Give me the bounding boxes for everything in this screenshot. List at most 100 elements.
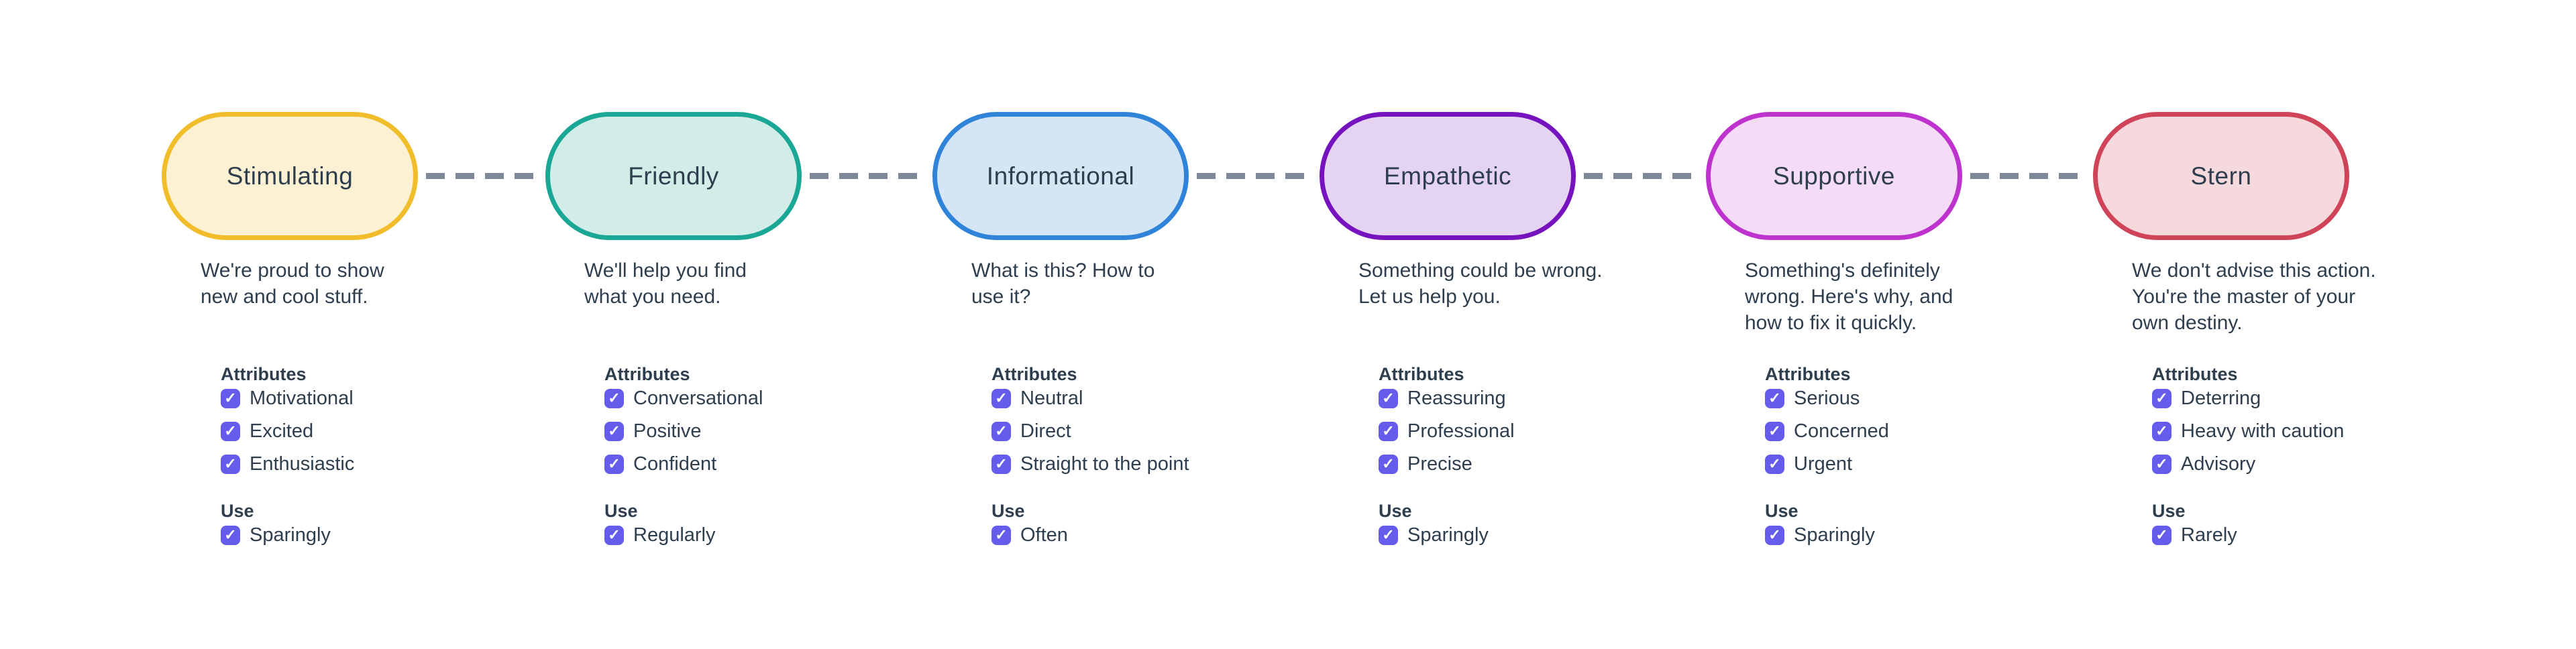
checkbox-checked[interactable]: ✓	[221, 455, 240, 474]
attribute-row: ✓ Heavy with caution	[2152, 420, 2345, 442]
tone-node-label: Stimulating	[226, 162, 354, 190]
check-icon: ✓	[1382, 455, 1395, 472]
attribute-label: Precise	[1407, 453, 1472, 475]
attribute-label: Serious	[1794, 388, 1860, 409]
attribute-row: ✓ Direct	[991, 420, 1189, 442]
attribute-row: ✓ Excited	[221, 420, 354, 442]
checkbox-checked[interactable]: ✓	[991, 389, 1011, 408]
checkbox-checked[interactable]: ✓	[1765, 455, 1784, 474]
attribute-label: Conversational	[633, 388, 763, 409]
attribute-label: Enthusiastic	[250, 453, 355, 475]
connector-dashed-line	[1584, 173, 1698, 179]
checkbox-checked[interactable]: ✓	[604, 455, 624, 474]
checkbox-checked[interactable]: ✓	[221, 422, 240, 441]
check-icon: ✓	[2155, 455, 2168, 472]
attribute-label: Concerned	[1794, 420, 1889, 442]
attribute-row: ✓ Urgent	[1765, 453, 1889, 475]
check-icon: ✓	[608, 526, 621, 543]
attribute-row: ✓ Motivational	[221, 388, 354, 409]
checkbox-checked[interactable]: ✓	[1379, 526, 1398, 545]
tone-node-supportive: Supportive	[1706, 112, 1962, 240]
tone-node-empathetic: Empathetic	[1320, 112, 1576, 240]
tone-node-label: Supportive	[1773, 162, 1895, 190]
check-icon: ✓	[608, 389, 621, 406]
tone-node-label: Stern	[2190, 162, 2252, 190]
attribute-row: ✓ Reassuring	[1379, 388, 1515, 409]
connector-dashed-line	[1197, 173, 1311, 179]
check-icon: ✓	[2155, 526, 2168, 543]
check-icon: ✓	[1382, 422, 1395, 439]
attribute-label: Motivational	[250, 388, 354, 409]
checkbox-checked[interactable]: ✓	[991, 455, 1011, 474]
checkbox-checked[interactable]: ✓	[221, 526, 240, 545]
attribute-row: ✓ Concerned	[1765, 420, 1889, 442]
use-row: ✓ Sparingly	[221, 524, 331, 546]
tone-description: We're proud to show new and cool stuff.	[201, 259, 384, 308]
use-label: Sparingly	[1407, 524, 1489, 546]
checkbox-checked[interactable]: ✓	[2152, 422, 2171, 441]
use-label: Regularly	[633, 524, 716, 546]
checkbox-checked[interactable]: ✓	[1765, 526, 1784, 545]
use-header: Use	[604, 501, 638, 521]
attribute-row: ✓ Neutral	[991, 388, 1189, 409]
attribute-row: ✓ Confident	[604, 453, 763, 475]
tone-column-stern: Stern We don't advise this action. You'r…	[2093, 0, 2428, 649]
tone-node-informational: Informational	[932, 112, 1189, 240]
check-icon: ✓	[2155, 422, 2168, 439]
checkbox-checked[interactable]: ✓	[2152, 526, 2171, 545]
checkbox-checked[interactable]: ✓	[2152, 455, 2171, 474]
attributes-header: Attributes	[604, 364, 690, 384]
checkbox-checked[interactable]: ✓	[1765, 389, 1784, 408]
tone-column-supportive: Supportive Something's definitely wrong.…	[1706, 0, 2041, 649]
use-row: ✓ Rarely	[2152, 524, 2237, 546]
tone-node-stimulating: Stimulating	[162, 112, 418, 240]
tone-node-label: Empathetic	[1383, 162, 1512, 190]
use-section: Use ✓ Regularly	[604, 501, 716, 546]
checkbox-checked[interactable]: ✓	[1379, 455, 1398, 474]
attribute-label: Heavy with caution	[2181, 420, 2345, 442]
tone-description: Something could be wrong. Let us help yo…	[1358, 259, 1603, 308]
attributes-header: Attributes	[1765, 364, 1851, 384]
attributes-header: Attributes	[1379, 364, 1464, 384]
check-icon: ✓	[1768, 389, 1781, 406]
checkbox-checked[interactable]: ✓	[1379, 422, 1398, 441]
attribute-label: Excited	[250, 420, 314, 442]
checkbox-checked[interactable]: ✓	[1379, 389, 1398, 408]
attribute-label: Reassuring	[1407, 388, 1506, 409]
tone-node-label: Friendly	[628, 162, 719, 190]
check-icon: ✓	[1768, 422, 1781, 439]
use-section: Use ✓ Often	[991, 501, 1068, 546]
connector-dashed-line	[426, 173, 537, 179]
attribute-row: ✓ Precise	[1379, 453, 1515, 475]
use-row: ✓ Sparingly	[1379, 524, 1489, 546]
attributes-section: Attributes ✓ Conversational ✓ Positive ✓…	[604, 364, 763, 475]
checkbox-checked[interactable]: ✓	[991, 526, 1011, 545]
use-header: Use	[2152, 501, 2186, 521]
attribute-label: Deterring	[2181, 388, 2261, 409]
use-row: ✓ Often	[991, 524, 1068, 546]
attribute-label: Confident	[633, 453, 717, 475]
tone-description: We'll help you find what you need.	[584, 259, 747, 308]
tone-description: Something's definitely wrong. Here's why…	[1745, 259, 1953, 334]
attribute-label: Urgent	[1794, 453, 1853, 475]
tone-node-friendly: Friendly	[545, 112, 802, 240]
checkbox-checked[interactable]: ✓	[604, 526, 624, 545]
attribute-row: ✓ Deterring	[2152, 388, 2344, 409]
checkbox-checked[interactable]: ✓	[991, 422, 1011, 441]
use-section: Use ✓ Rarely	[2152, 501, 2237, 546]
attribute-row: ✓ Advisory	[2152, 453, 2344, 475]
use-header: Use	[221, 501, 254, 521]
checkbox-checked[interactable]: ✓	[1765, 422, 1784, 441]
check-icon: ✓	[224, 389, 237, 406]
tone-column-informational: Informational What is this? How to use i…	[932, 0, 1268, 649]
check-icon: ✓	[1382, 526, 1395, 543]
tone-column-friendly: Friendly We'll help you find what you ne…	[545, 0, 881, 649]
checkbox-checked[interactable]: ✓	[604, 422, 624, 441]
check-icon: ✓	[1768, 455, 1781, 472]
checkbox-checked[interactable]: ✓	[604, 389, 624, 408]
tone-column-stimulating: Stimulating We're proud to show new and …	[162, 0, 497, 649]
checkbox-checked[interactable]: ✓	[2152, 389, 2171, 408]
attributes-section: Attributes ✓ Serious ✓ Concerned ✓ Urgen…	[1765, 364, 1889, 475]
checkbox-checked[interactable]: ✓	[221, 389, 240, 408]
